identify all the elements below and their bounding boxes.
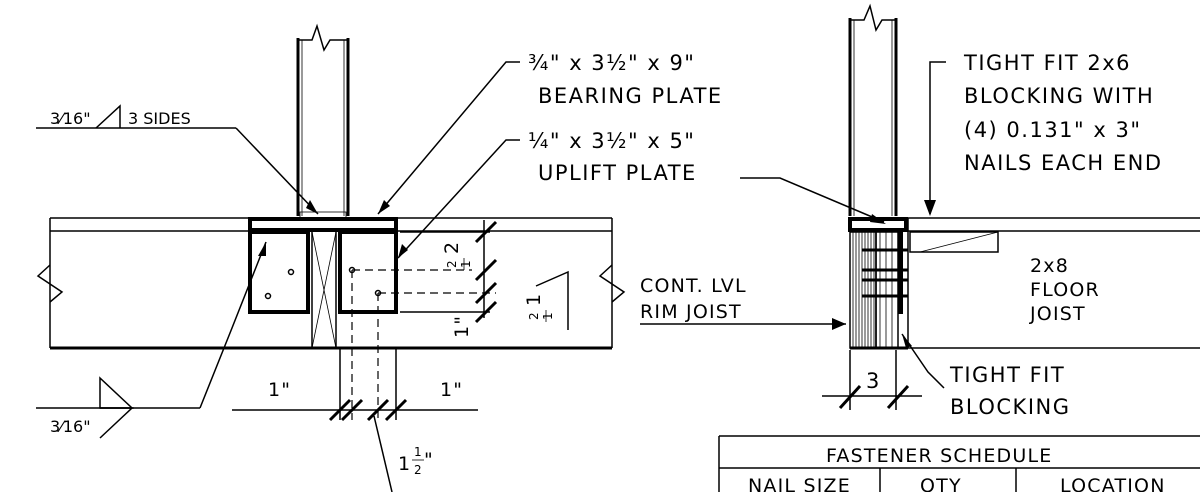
right-detail: 3 TIGHT FIT 2x6 BLOCKING WITH (4) 0.131"… (640, 3, 1200, 419)
svg-text:2: 2 (445, 260, 459, 268)
bearing-plate-label: BEARING PLATE (538, 84, 723, 108)
svg-text:1: 1 (541, 312, 555, 320)
svg-text:2: 2 (527, 312, 541, 320)
nails (862, 248, 908, 298)
svg-text:2: 2 (414, 463, 422, 477)
dim-vert-low: 1" (451, 315, 473, 338)
slope-indicator (535, 270, 569, 330)
schedule-header-nail-size: NAIL SIZE (748, 475, 851, 492)
dim-vert-top: 2 1 2 (441, 241, 473, 270)
floor-joist-label-2: FLOOR (1030, 279, 1100, 301)
schedule-title: FASTENER SCHEDULE (826, 445, 1052, 467)
rim-joist-label-2: RIM JOIST (640, 301, 742, 323)
right-uplift-plate (898, 232, 903, 314)
weld-top-note: 3 SIDES (128, 109, 191, 128)
right-deck (907, 217, 1200, 348)
tight-blocking-label-2: BLOCKING (950, 395, 1071, 419)
fastener-schedule: FASTENER SCHEDULE NAIL SIZE QTY LOCATION (718, 435, 1200, 492)
bottom-dimension (232, 398, 478, 492)
break-line-right (598, 264, 626, 303)
floor-joist-label-1: 2x8 (1030, 255, 1069, 277)
blocking-note-3: (4) 0.131" x 3" (964, 118, 1142, 142)
tight-blocking-label-1: TIGHT FIT (949, 363, 1065, 387)
blocking-note-2: BLOCKING WITH (964, 84, 1154, 108)
svg-text:1: 1 (414, 445, 422, 459)
dim-vert-mid: 1 1 2 (523, 293, 555, 322)
weld-symbol-top (36, 104, 319, 215)
rim-joist-label-1: CONT. LVL (640, 275, 747, 297)
width-dimension (822, 350, 922, 410)
floor-deck (49, 217, 613, 350)
left-bracket (248, 230, 310, 314)
dim-width-three: 3 (866, 369, 881, 393)
bearing-plate (248, 217, 398, 232)
floor-joist-label-3: JOIST (1029, 303, 1086, 325)
blocking-note-4: NAILS EACH END (964, 151, 1163, 175)
uplift-plate-label: UPLIFT PLATE (538, 161, 697, 185)
dim-bottom-fraction: 1 1 2 " (398, 445, 434, 477)
break-line-left (36, 264, 64, 303)
svg-text:": " (424, 449, 434, 471)
vertical-dimension (474, 220, 498, 324)
dim-right-one: 1" (440, 379, 463, 401)
svg-text:1: 1 (459, 260, 473, 268)
svg-text:2: 2 (441, 241, 463, 254)
uplift-plate (338, 230, 398, 314)
schedule-header-location: LOCATION (1060, 475, 1166, 492)
svg-text:1: 1 (523, 293, 545, 306)
blocking-2x6 (909, 231, 999, 253)
dim-left-one: 1" (268, 379, 291, 401)
right-post (848, 3, 898, 216)
leader-uplift-right (740, 177, 886, 224)
schedule-header-qty: QTY (920, 475, 962, 492)
weld-bottom-size: 3⁄16" (50, 417, 91, 436)
leader-blocking-2x6 (924, 61, 946, 216)
steel-post (296, 23, 350, 219)
blocking-note-1: TIGHT FIT 2x6 (963, 51, 1131, 75)
left-detail: ¾" x 3½" x 9" BEARING PLATE ¼" x 3½" x 5… (36, 23, 723, 492)
uplift-plate-size: ¼" x 3½" x 5" (528, 129, 695, 153)
leader-bearing-plate (377, 61, 520, 215)
leader-uplift-plate (397, 139, 520, 259)
leader-tight-blocking (901, 333, 945, 389)
weld-symbol-bottom (36, 241, 267, 439)
center-blocking (311, 231, 337, 349)
svg-text:1: 1 (398, 453, 411, 475)
bearing-plate-size: ¾" x 3½" x 9" (528, 51, 695, 75)
leader-rim (640, 318, 846, 330)
weld-top-size: 3⁄16" (50, 109, 91, 128)
